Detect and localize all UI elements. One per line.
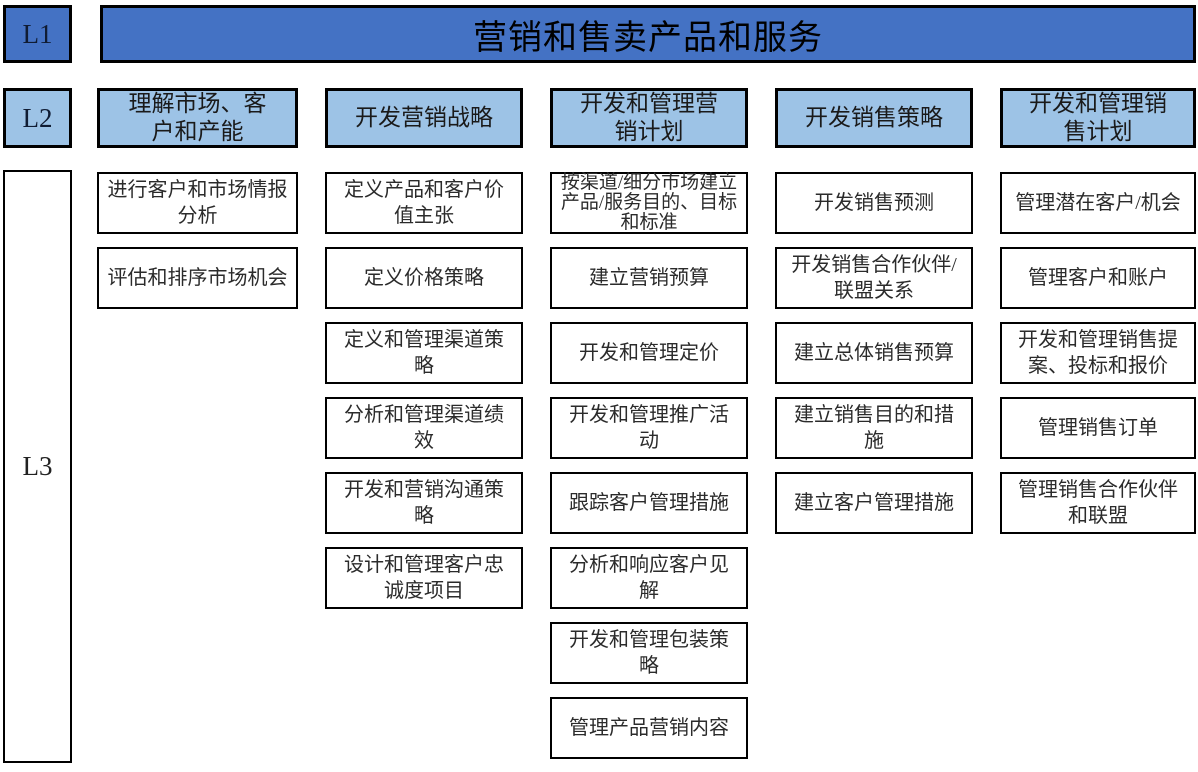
l3-process-box: 开发和营销沟通策略 [325,472,523,534]
level-label-l2: L2 [3,88,72,148]
l3-process-box: 评估和排序市场机会 [97,247,298,309]
l3-process-box: 开发和管理包装策略 [550,622,748,684]
l3-process-box: 管理销售合作伙伴和联盟 [1000,472,1196,534]
l3-process-box: 开发和管理定价 [550,322,748,384]
l3-column-understand-market: 进行客户和市场情报分析 评估和排序市场机会 [97,172,298,322]
l1-title-banner: 营销和售卖产品和服务 [100,5,1196,63]
l3-process-box: 分析和响应客户见解 [550,547,748,609]
level-label-l3: L3 [3,170,72,763]
l3-process-box: 建立销售目的和措施 [775,397,973,459]
l3-process-box: 分析和管理渠道绩效 [325,397,523,459]
l3-column-marketing-plan: 按渠道/细分市场建立产品/服务目的、目标和标准 建立营销预算 开发和管理定价 开… [550,172,748,772]
l3-process-box: 管理潜在客户/机会 [1000,172,1196,234]
l3-process-box: 跟踪客户管理措施 [550,472,748,534]
l3-process-box: 开发销售合作伙伴/联盟关系 [775,247,973,309]
l3-process-box: 定义产品和客户价值主张 [325,172,523,234]
l3-process-box: 建立营销预算 [550,247,748,309]
level-label-l1: L1 [3,5,72,63]
l2-header-marketing-strategy: 开发营销战略 [325,88,523,148]
l3-process-box: 按渠道/细分市场建立产品/服务目的、目标和标准 [550,172,748,234]
l2-header-sales-strategy: 开发销售策略 [775,88,973,148]
l3-process-box: 设计和管理客户忠诚度项目 [325,547,523,609]
l3-process-box: 进行客户和市场情报分析 [97,172,298,234]
l3-process-box: 建立总体销售预算 [775,322,973,384]
l3-process-box: 开发销售预测 [775,172,973,234]
l3-process-box: 管理产品营销内容 [550,697,748,759]
l3-process-box: 开发和管理销售提案、投标和报价 [1000,322,1196,384]
l3-process-box: 管理销售订单 [1000,397,1196,459]
l3-process-box: 开发和管理推广活动 [550,397,748,459]
l2-header-understand-market: 理解市场、客户和产能 [97,88,298,148]
l3-process-box: 管理客户和账户 [1000,247,1196,309]
l3-column-sales-strategy: 开发销售预测 开发销售合作伙伴/联盟关系 建立总体销售预算 建立销售目的和措施 … [775,172,973,547]
l3-process-box: 定义价格策略 [325,247,523,309]
l3-process-box: 建立客户管理措施 [775,472,973,534]
l2-header-marketing-plan: 开发和管理营销计划 [550,88,748,148]
l2-header-sales-plan: 开发和管理销售计划 [1000,88,1196,148]
l3-process-box: 定义和管理渠道策略 [325,322,523,384]
l3-column-marketing-strategy: 定义产品和客户价值主张 定义价格策略 定义和管理渠道策略 分析和管理渠道绩效 开… [325,172,523,622]
l3-column-sales-plan: 管理潜在客户/机会 管理客户和账户 开发和管理销售提案、投标和报价 管理销售订单… [1000,172,1196,547]
